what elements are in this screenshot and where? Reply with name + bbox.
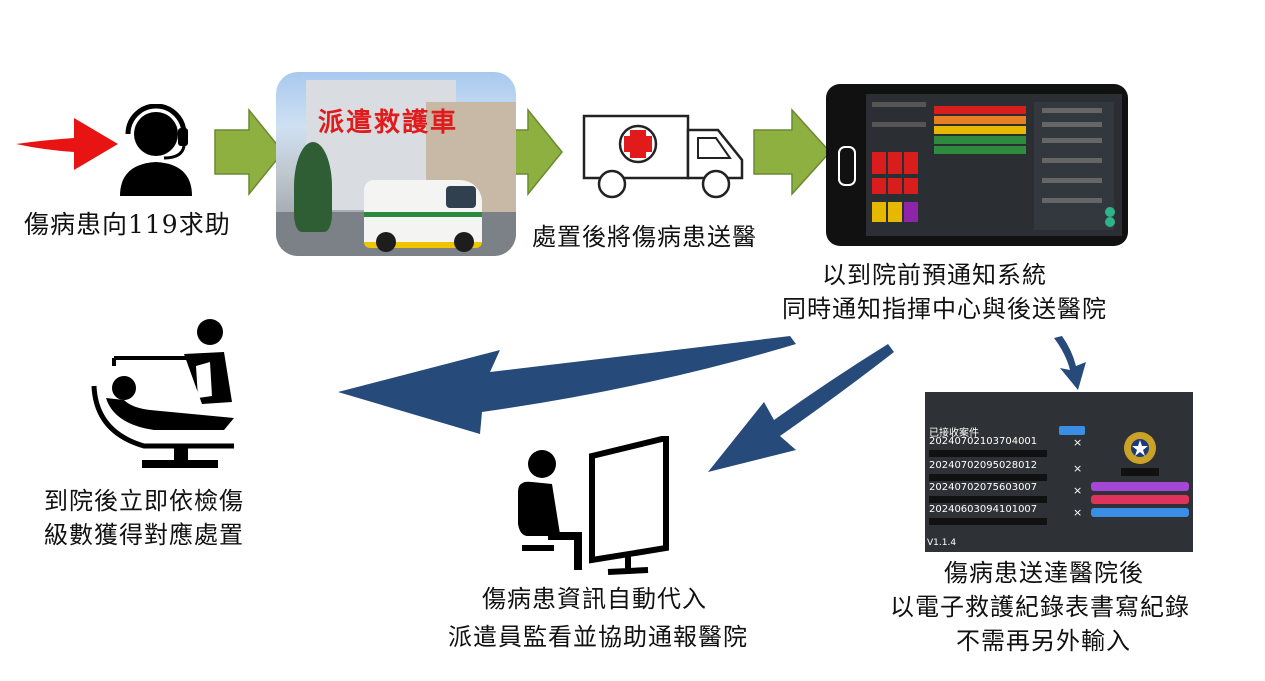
app-menu-button[interactable] — [1091, 508, 1189, 517]
close-case-icon[interactable]: × — [1073, 506, 1083, 519]
flow-arrow-1 — [214, 108, 284, 196]
close-case-icon[interactable]: × — [1073, 436, 1083, 449]
tablet-icon — [826, 84, 1128, 246]
case-id: 20240702075603007 — [929, 482, 1038, 493]
dental-chair-icon — [91, 319, 234, 468]
dispatcher-monitor-icon — [518, 436, 669, 575]
hospital-caption-line2: 級數獲得對應處置 — [44, 521, 244, 549]
app-version: V1.1.4 — [927, 538, 957, 548]
electronic-record-screen: 已接收案件 20240702103704001 × 20240702095028… — [925, 392, 1193, 552]
incoming-call-arrow — [16, 118, 118, 170]
record-caption-line2: 以電子救護紀錄表書寫紀錄 — [890, 593, 1190, 621]
ambulance-icon — [582, 114, 744, 199]
notify-caption-line2: 同時通知指揮中心與後送醫院 — [782, 295, 1107, 323]
refresh-button[interactable] — [1059, 426, 1085, 435]
record-caption-line1: 傷病患送達醫院後 — [944, 559, 1144, 587]
call-caption: 傷病患向119求助 — [24, 210, 231, 239]
dispatcher-caption-line2: 派遣員監看並協助通報醫院 — [448, 623, 748, 651]
case-id: 20240702103704001 — [929, 436, 1038, 447]
flow-arrow-to-record — [1054, 336, 1086, 390]
notify-caption-line1: 以到院前預通知系統 — [822, 261, 1047, 289]
operator-headset-icon — [120, 104, 192, 196]
ambulance-station-photo: 派遣救護車 — [276, 72, 516, 256]
flow-arrow-to-dispatcher — [708, 344, 894, 472]
fire-agency-emblem-icon — [1121, 432, 1159, 476]
case-id: 20240603094101007 — [929, 504, 1038, 515]
close-case-icon[interactable]: × — [1073, 484, 1083, 497]
case-id: 20240702095028012 — [929, 460, 1038, 471]
app-menu-button[interactable] — [1091, 482, 1189, 491]
flow-arrow-3 — [753, 108, 832, 196]
received-cases-header: 已接收案件 — [929, 428, 979, 439]
record-caption-line3: 不需再另外輸入 — [956, 627, 1131, 655]
close-case-icon[interactable]: × — [1073, 462, 1083, 475]
app-menu-button[interactable] — [1091, 495, 1189, 504]
dispatch-photo-title: 派遣救護車 — [318, 108, 459, 138]
flow-arrow-to-hospital — [338, 336, 796, 434]
hospital-caption-line1: 到院後立即依檢傷 — [44, 487, 244, 515]
transport-caption: 處置後將傷病患送醫 — [532, 223, 757, 251]
dispatcher-caption-line1: 傷病患資訊自動代入 — [482, 585, 707, 613]
